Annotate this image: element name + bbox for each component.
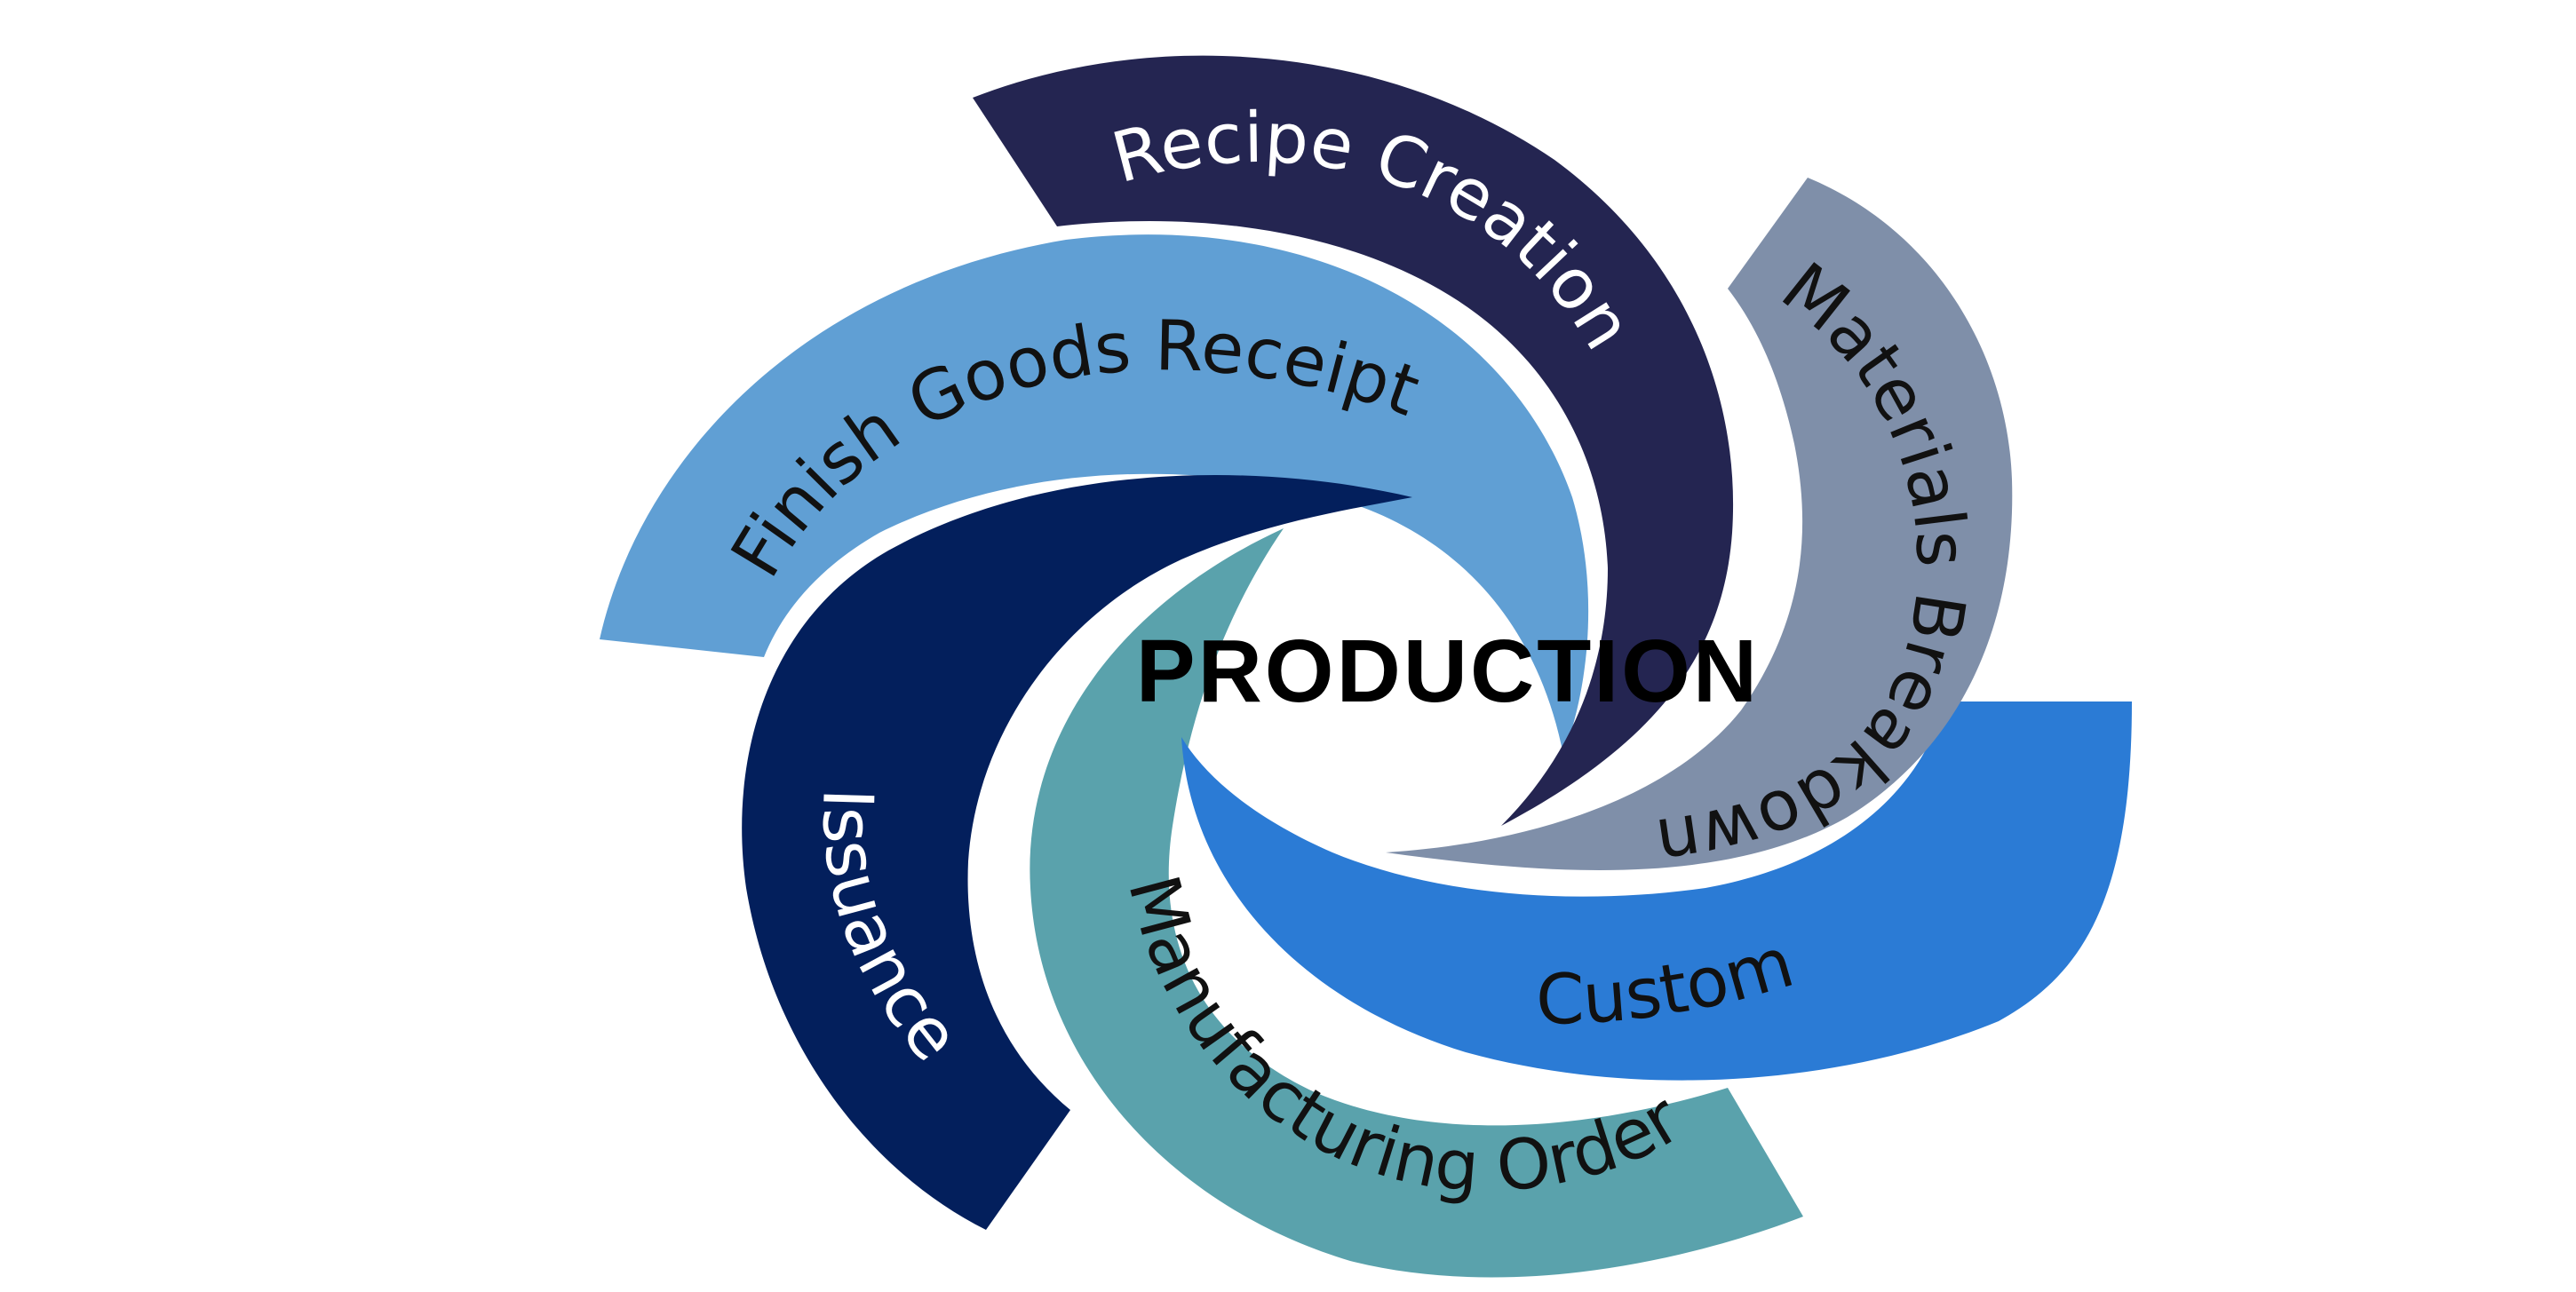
segment-custom: Custom — [1181, 701, 2132, 1081]
segment-custom-shape — [1181, 701, 2132, 1081]
segment-finish-goods-receipt-shape — [600, 234, 1589, 755]
segment-materials-breakdown-shape — [1386, 178, 2013, 870]
segment-manufacturing-order-shape — [1030, 528, 1803, 1278]
segment-issuance: Issuance — [742, 475, 1412, 1230]
segment-recipe-creation-shape — [973, 55, 1734, 827]
center-title: PRODUCTION — [1136, 622, 1760, 721]
segment-issuance-shape — [742, 475, 1412, 1230]
